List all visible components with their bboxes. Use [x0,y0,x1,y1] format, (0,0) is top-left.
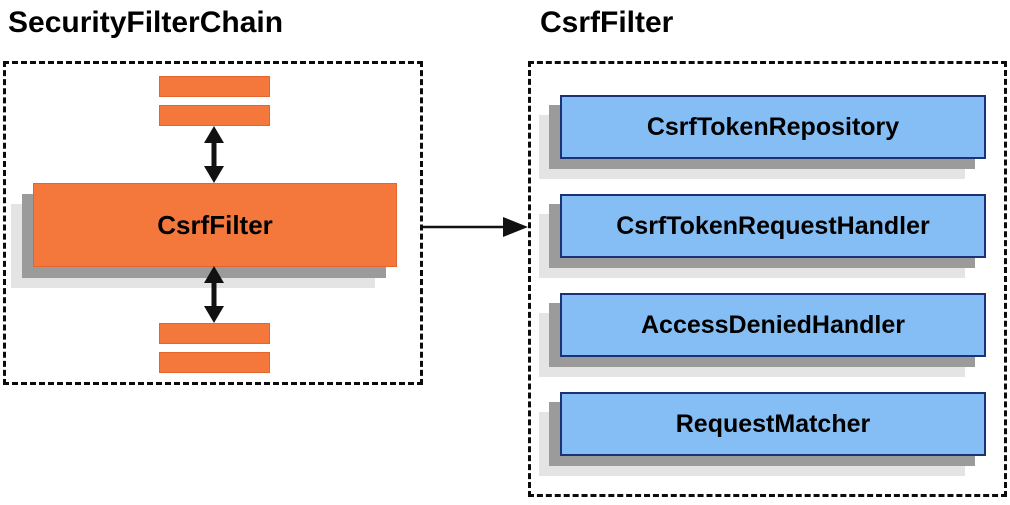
flow-arrow-icon [423,217,528,237]
security-filter-chain-title: SecurityFilterChain [8,6,284,39]
component-label: CsrfTokenRequestHandler [616,211,930,240]
csrf-filter-box-label: CsrfFilter [157,209,273,240]
component-label: AccessDeniedHandler [640,310,905,339]
double-arrow-icon [204,266,224,323]
csrf-token-repository-box: CsrfTokenRepository [560,95,986,159]
access-denied-handler-box: AccessDeniedHandler [560,293,986,357]
security-filter-chain-container [3,61,423,385]
component-label: CsrfTokenRepository [646,112,900,141]
component-label: RequestMatcher [675,409,871,438]
csrf-filter-box: CsrfFilter [33,183,397,267]
csrf-filter-node-group: CsrfFilter [11,183,397,288]
filter-placeholder-bar [159,105,270,126]
filter-placeholder-bar [159,352,270,373]
filter-placeholder-bar [159,323,270,344]
filter-placeholder-bar [159,76,270,97]
component-node-group: CsrfTokenRequestHandler [539,194,986,278]
csrf-filter-title: CsrfFilter [540,6,674,39]
component-node-group: CsrfTokenRepository [539,95,986,179]
csrf-token-request-handler-box: CsrfTokenRequestHandler [560,194,986,258]
csrf-filter-container [528,61,1007,497]
double-arrow-icon [204,126,224,183]
component-node-group: RequestMatcher [539,392,986,476]
request-matcher-box: RequestMatcher [560,392,986,456]
component-node-group: AccessDeniedHandler [539,293,986,377]
